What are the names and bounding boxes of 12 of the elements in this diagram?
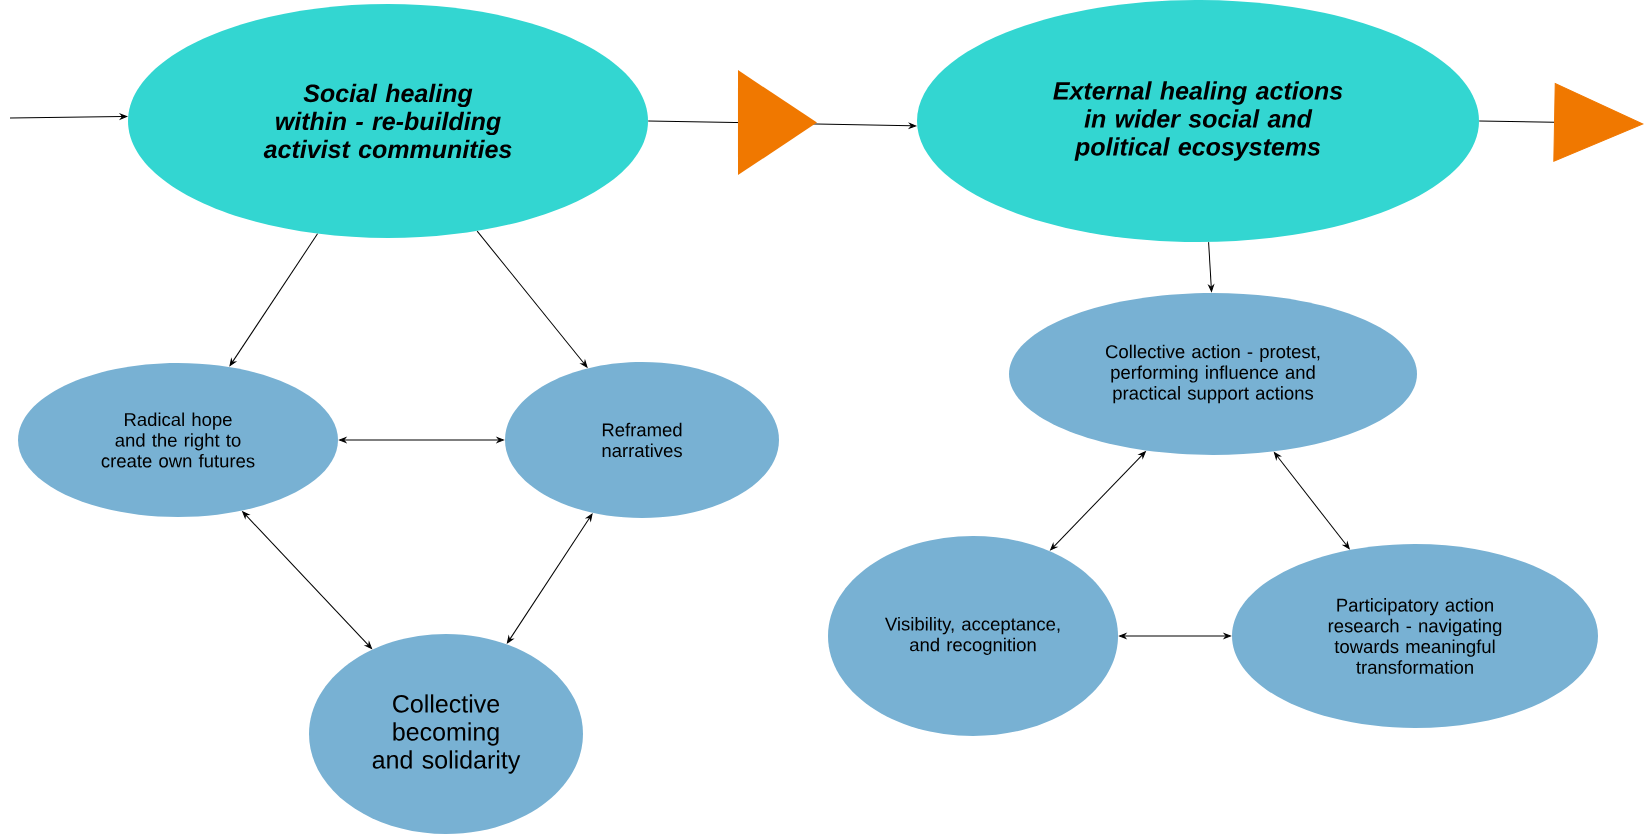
arrow: [647, 70, 917, 176]
arrow: [506, 513, 593, 644]
arrow: [242, 511, 373, 649]
arrow: [1208, 241, 1214, 292]
arrow: [1478, 83, 1644, 162]
arrow: [339, 437, 504, 443]
arrow: [1050, 451, 1146, 551]
arrow: [229, 233, 318, 367]
arrow: [9, 113, 128, 120]
arrow: [1119, 633, 1231, 639]
arrow: [1273, 452, 1350, 550]
arrow: [476, 230, 588, 368]
